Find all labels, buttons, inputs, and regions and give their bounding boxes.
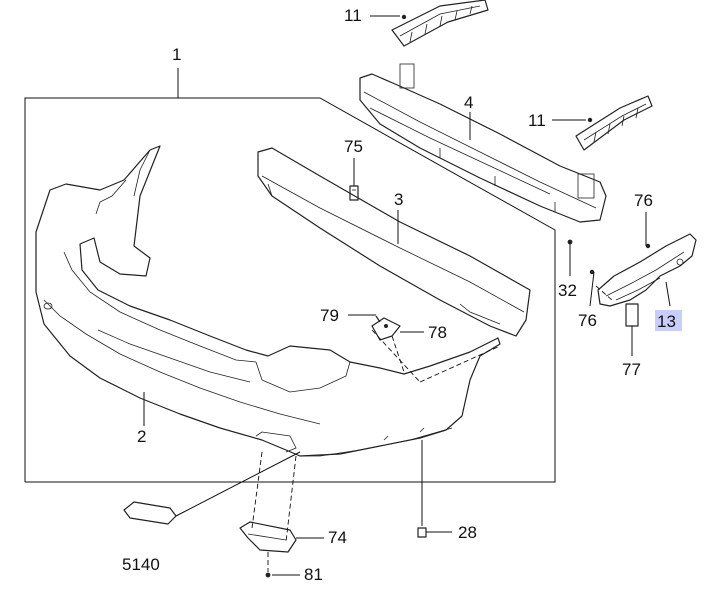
label-part-79[interactable]: 79 bbox=[320, 306, 339, 325]
label-part-4[interactable]: 4 bbox=[464, 93, 473, 112]
label-part-1[interactable]: 1 bbox=[172, 45, 181, 64]
label-part-81[interactable]: 81 bbox=[304, 565, 323, 584]
lower-bracket-74-part[interactable] bbox=[239, 521, 297, 553]
part-labels: 1 11 4 11 75 3 76 32 76 13 79 78 77 2 28… bbox=[122, 6, 676, 584]
pad-77-part[interactable] bbox=[625, 303, 639, 327]
nut-32-part[interactable] bbox=[567, 239, 573, 245]
label-part-76-top[interactable]: 76 bbox=[634, 191, 653, 210]
screw-81-part[interactable] bbox=[265, 572, 271, 578]
label-part-75[interactable]: 75 bbox=[344, 137, 363, 156]
bracket-upper-part[interactable] bbox=[391, 0, 489, 47]
bumper-beam-part[interactable] bbox=[359, 63, 607, 223]
leader-lines bbox=[143, 15, 671, 576]
label-part-74[interactable]: 74 bbox=[328, 528, 347, 547]
assembly-frame bbox=[24, 68, 556, 483]
label-part-2[interactable]: 2 bbox=[137, 427, 146, 446]
label-part-32[interactable]: 32 bbox=[558, 281, 577, 300]
energy-absorber-part[interactable] bbox=[257, 147, 531, 337]
label-part-77[interactable]: 77 bbox=[622, 360, 641, 379]
label-part-13[interactable]: 13 bbox=[657, 312, 676, 331]
bracket-78-part[interactable] bbox=[371, 317, 401, 341]
label-part-11-top[interactable]: 11 bbox=[344, 6, 362, 25]
bolt-28-part[interactable] bbox=[417, 527, 427, 538]
bumper-cover-part[interactable] bbox=[35, 145, 501, 457]
side-bracket-part[interactable] bbox=[589, 233, 697, 307]
label-part-11-right[interactable]: 11 bbox=[528, 111, 546, 130]
label-part-5140[interactable]: 5140 bbox=[122, 555, 160, 574]
screw-79-part[interactable] bbox=[375, 315, 381, 323]
label-part-78[interactable]: 78 bbox=[428, 323, 447, 342]
label-part-28[interactable]: 28 bbox=[458, 523, 477, 542]
label-part-76-bottom[interactable]: 76 bbox=[578, 311, 597, 330]
alignment-lines bbox=[251, 285, 613, 572]
part-13-highlight bbox=[655, 310, 682, 331]
reflector-5140-part[interactable] bbox=[123, 501, 177, 525]
label-part-3[interactable]: 3 bbox=[394, 190, 403, 209]
bracket-lower-part[interactable] bbox=[575, 95, 653, 151]
clip-75-part[interactable] bbox=[349, 185, 359, 201]
